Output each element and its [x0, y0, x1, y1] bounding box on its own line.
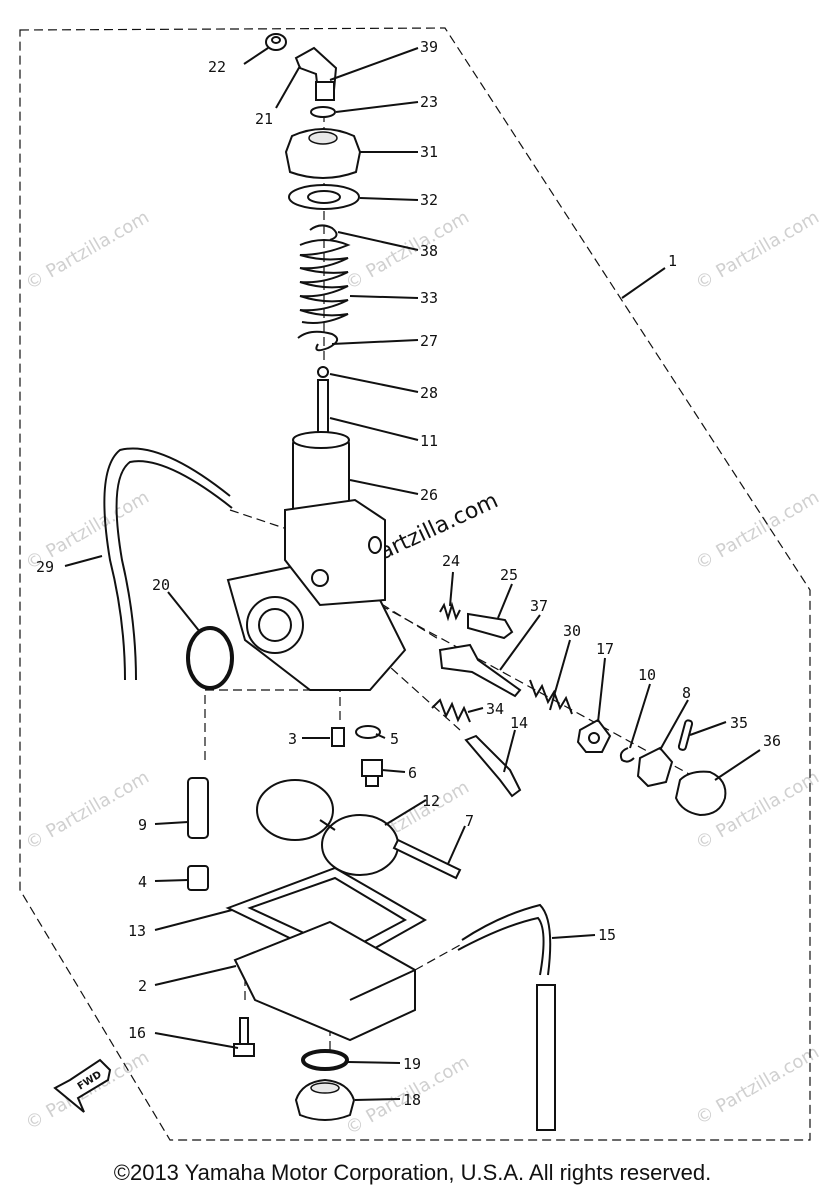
callout-34: 34 — [486, 700, 504, 718]
callout-27: 27 — [420, 332, 438, 350]
callout-24: 24 — [442, 552, 460, 570]
callout-32: 32 — [420, 191, 438, 209]
part-10-clip — [619, 747, 635, 763]
part-12-float — [256, 779, 399, 876]
part-22-nut — [265, 33, 287, 51]
callout-15: 15 — [598, 926, 616, 944]
callout-16: 16 — [128, 1024, 146, 1042]
part-37-screw — [438, 643, 522, 698]
part-27-clip — [297, 330, 339, 352]
assembly-outline — [19, 27, 811, 1141]
part-34-spring — [431, 698, 471, 723]
callout-3: 3 — [288, 730, 297, 748]
callout-30: 30 — [563, 622, 581, 640]
part-5-washer — [355, 725, 381, 739]
callout-25: 25 — [500, 566, 518, 584]
callout-9: 9 — [138, 816, 147, 834]
callout-8: 8 — [682, 684, 691, 702]
part-33-spring — [299, 239, 351, 324]
watermark: © Partzilla.com — [692, 207, 823, 295]
part-7-pin — [392, 838, 462, 880]
part-17-nut — [576, 718, 612, 753]
part-18-plug — [294, 1078, 356, 1121]
callout-28: 28 — [420, 384, 438, 402]
copyright-notice: ©2013 Yamaha Motor Corporation, U.S.A. A… — [113, 1160, 712, 1185]
callout-22: 22 — [208, 58, 226, 76]
part-14-jet-needle — [464, 734, 522, 798]
part-25-screw — [467, 612, 514, 640]
watermark: © Partzilla.com — [22, 207, 153, 295]
part-38-clip — [309, 224, 338, 241]
callout-38: 38 — [420, 242, 438, 260]
leader-lines — [64, 47, 761, 1101]
part-4-main-jet — [187, 865, 209, 891]
callout-6: 6 — [408, 764, 417, 782]
callout-4: 4 — [138, 873, 147, 891]
callout-31: 31 — [420, 143, 438, 161]
part-3-jet — [331, 727, 345, 747]
watermark: © Partzilla.com — [692, 1042, 823, 1130]
part-9-needle-jet — [187, 777, 209, 839]
watermark: © Partzilla.com — [342, 207, 473, 295]
callout-18: 18 — [403, 1091, 421, 1109]
callout-14: 14 — [510, 714, 528, 732]
callout-37: 37 — [530, 597, 548, 615]
callout-1: 1 — [668, 252, 677, 270]
callout-39: 39 — [420, 38, 438, 56]
part-26-throttle-valve — [292, 431, 350, 519]
part-32-gasket — [288, 184, 360, 210]
part-2-float-chamber — [233, 920, 416, 1042]
callout-19: 19 — [403, 1055, 421, 1073]
callout-5: 5 — [390, 730, 399, 748]
callout-10: 10 — [638, 666, 656, 684]
callout-29: 29 — [36, 558, 54, 576]
part-19-o-ring — [301, 1049, 349, 1071]
part-11-needle — [317, 379, 329, 441]
part-28-clip — [317, 366, 329, 378]
watermark: © Partzilla.com — [692, 487, 823, 575]
callout-11: 11 — [420, 432, 438, 450]
part-39-elbow — [294, 46, 338, 101]
part-29-hose — [103, 447, 233, 681]
part-16-screw — [233, 1017, 255, 1057]
callout-20: 20 — [152, 576, 170, 594]
part-24-spring — [439, 601, 461, 622]
part-20-o-ring — [186, 626, 234, 690]
part-15-hose — [457, 903, 556, 1131]
carburetor-body — [226, 498, 407, 691]
callout-13: 13 — [128, 922, 146, 940]
callout-17: 17 — [596, 640, 614, 658]
part-35-pin — [677, 719, 694, 751]
callout-7: 7 — [465, 812, 474, 830]
part-36-cap — [674, 770, 727, 817]
callout-33: 33 — [420, 289, 438, 307]
watermark: © Partzilla.com — [22, 767, 153, 855]
part-31-cap — [284, 128, 362, 179]
callout-26: 26 — [420, 486, 438, 504]
part-8-cap — [636, 746, 674, 788]
part-23-washer — [310, 106, 336, 118]
callout-35: 35 — [730, 714, 748, 732]
part-6-plug — [361, 759, 383, 787]
fwd-arrow-icon: FWD — [53, 1058, 112, 1113]
callout-labels: 22 21 39 23 31 32 38 33 27 28 11 26 1 29… — [36, 38, 781, 1109]
callout-23: 23 — [420, 93, 438, 111]
callout-2: 2 — [138, 977, 147, 995]
callout-12: 12 — [422, 792, 440, 810]
part-30-spring — [529, 679, 573, 715]
callout-36: 36 — [763, 732, 781, 750]
callout-21: 21 — [255, 110, 273, 128]
